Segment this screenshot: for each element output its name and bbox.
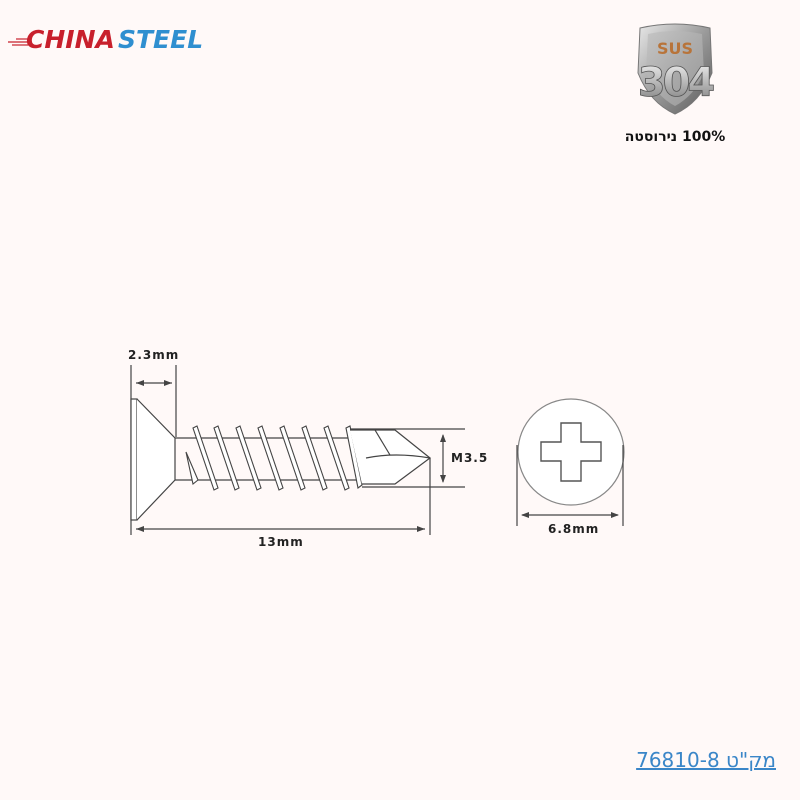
head-height-label: 2.3mm xyxy=(128,348,180,362)
screw-head-flat xyxy=(130,398,138,521)
shield-icon: SUS 304 xyxy=(637,23,717,115)
brand-logo: CHINA STEEL xyxy=(8,20,208,54)
screw-head-taper xyxy=(136,398,176,521)
head-diameter-label: 6.8mm xyxy=(548,522,600,536)
badge-caption: 100% נירוסטה xyxy=(624,129,726,145)
product-sku-link[interactable]: מק"ט 76810-8 xyxy=(636,748,776,772)
sus304-badge: SUS 304 xyxy=(620,18,730,118)
thread-diameter-label: M3.5 xyxy=(451,451,489,465)
screw-threads xyxy=(185,425,363,491)
brand-name-part2: STEEL xyxy=(118,25,203,54)
badge-main-text: 304 xyxy=(638,60,714,106)
badge-top-text: SUS xyxy=(657,39,693,58)
length-label: 13mm xyxy=(258,535,304,549)
screw-drill-tip xyxy=(350,429,431,485)
brand-name-part1: CHINA xyxy=(26,25,115,54)
phillips-cross-recess xyxy=(540,422,602,482)
brand-logo-graphic: CHINA STEEL xyxy=(8,25,203,54)
